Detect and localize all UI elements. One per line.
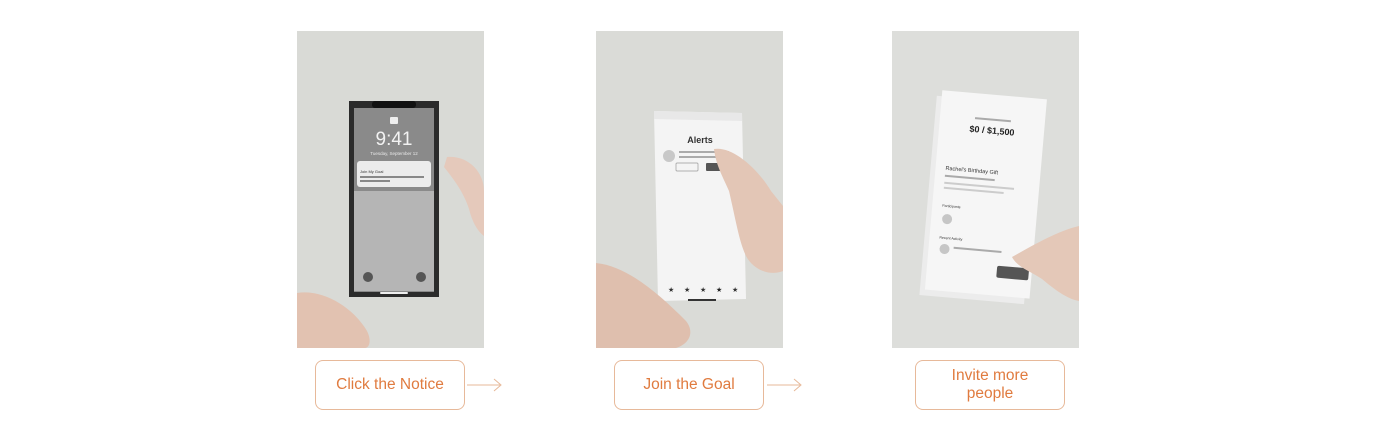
goal-name: Rachel's Birthday Gift: [945, 166, 999, 177]
alerts-title: Alerts: [687, 135, 713, 145]
step-2-label-text: Join the Goal: [643, 376, 735, 393]
lockscreen-time: 9:41: [376, 129, 413, 150]
activity-heading: Recent Activity: [939, 236, 962, 242]
participants-heading: Participants: [942, 204, 961, 210]
step-3-photo: $0 / $1,500 Rachel's Birthday Gift Parti…: [892, 31, 1079, 348]
step-3-label: Invite more people: [915, 360, 1065, 410]
step-3-photo-image: $0 / $1,500 Rachel's Birthday Gift Parti…: [892, 31, 1079, 348]
arrow-right-icon: [467, 378, 502, 392]
svg-text:★: ★: [732, 286, 738, 294]
step-2-photo-image: Alerts ★ ★ ★ ★ ★: [596, 31, 783, 348]
notification-title: Join My Goal: [360, 169, 383, 174]
svg-text:★: ★: [668, 286, 674, 294]
step-3-label-text: Invite more people: [951, 367, 1029, 402]
lockscreen-date: Tuesday, September 12: [370, 151, 418, 156]
arrow-right-icon: [767, 378, 802, 392]
goal-amount: $0 / $1,500: [969, 124, 1015, 138]
step-1-label-text: Click the Notice: [336, 376, 444, 393]
svg-text:★: ★: [716, 286, 722, 294]
step-2-label: Join the Goal: [614, 360, 764, 410]
step-1-photo: 9:41 Tuesday, September 12 Join My Goal: [297, 31, 484, 348]
svg-text:★: ★: [684, 286, 690, 294]
step-1-label: Click the Notice: [315, 360, 465, 410]
step-2-photo: Alerts ★ ★ ★ ★ ★: [596, 31, 783, 348]
svg-text:★: ★: [700, 286, 706, 294]
step-1-photo-image: 9:41 Tuesday, September 12 Join My Goal: [297, 31, 484, 348]
